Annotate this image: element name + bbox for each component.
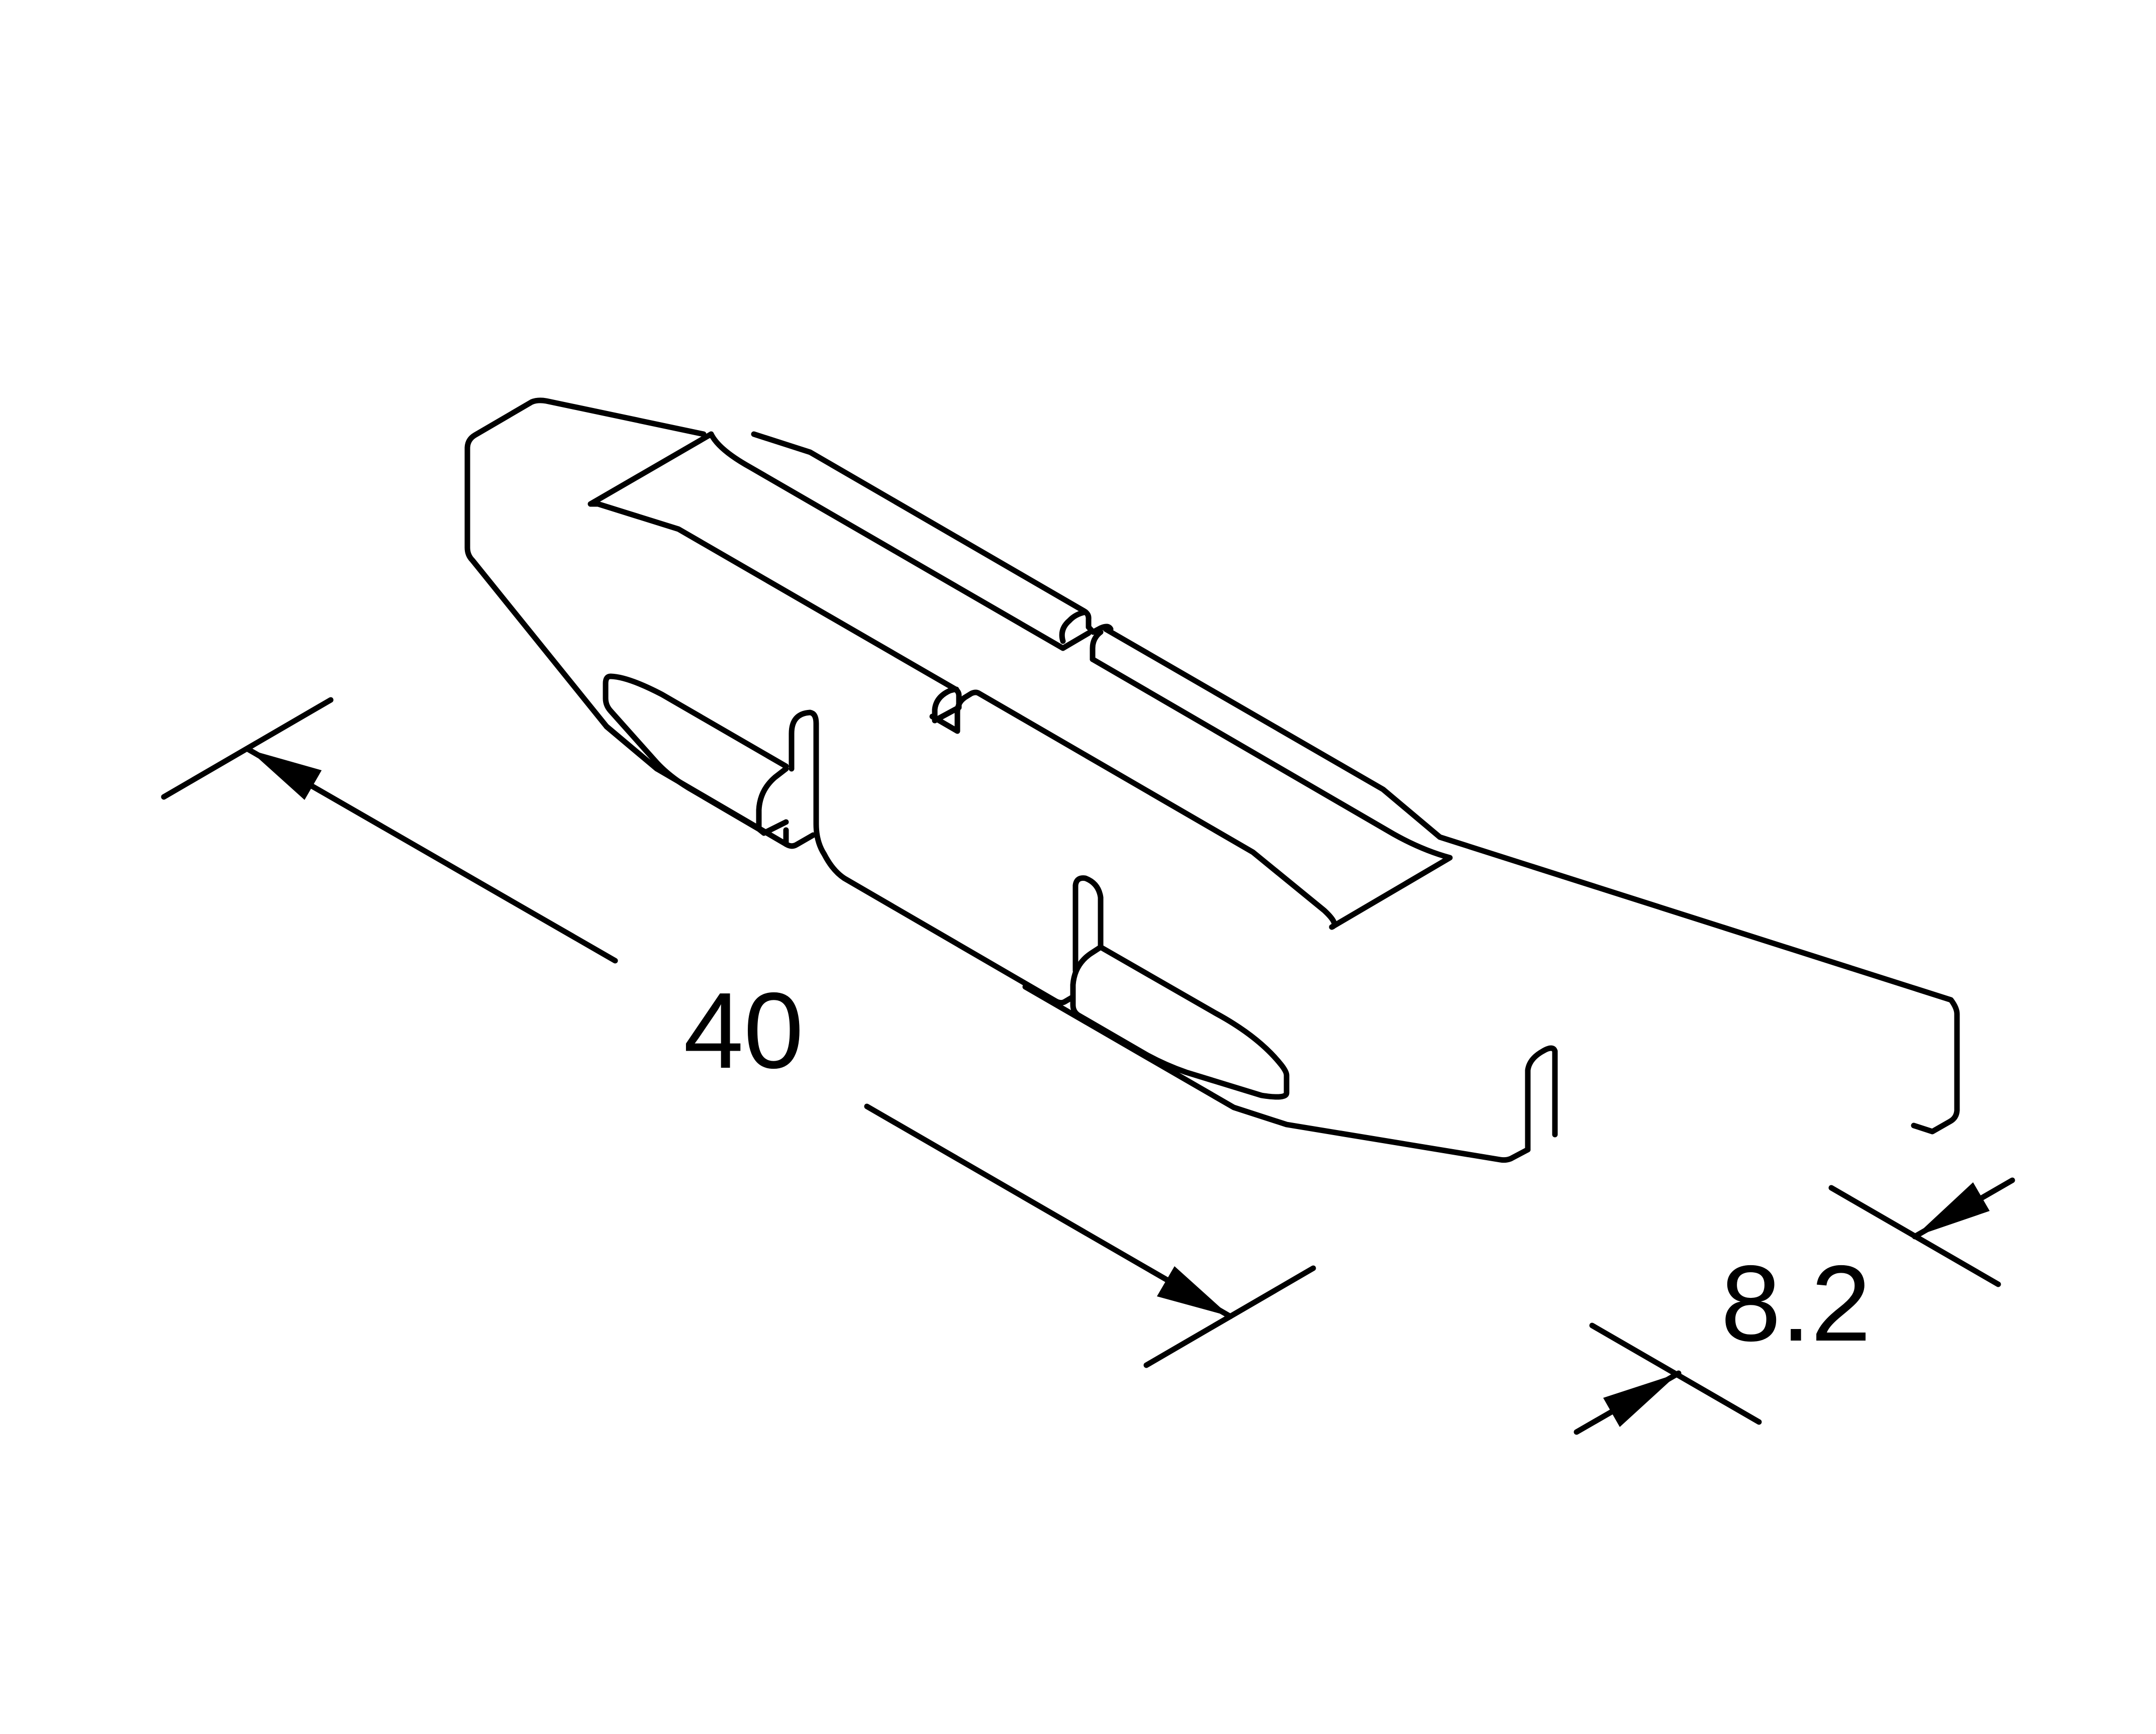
part-body bbox=[464, 397, 1960, 1163]
part-notch-rear bbox=[1059, 609, 1114, 662]
part-left-end bbox=[604, 724, 789, 847]
dimension-thickness-arrowhead-upper bbox=[1915, 1182, 1990, 1237]
dimension-thickness: 8.2 bbox=[1574, 1177, 2015, 1435]
dimension-length: 40 bbox=[161, 697, 1316, 1368]
part-right-wing bbox=[1070, 875, 1290, 1100]
dimension-length-label: 40 bbox=[683, 970, 804, 1091]
part-top-channel bbox=[587, 431, 1453, 930]
dimension-length-arrowhead-right bbox=[1157, 1266, 1230, 1316]
dimension-thickness-arrowhead-lower bbox=[1603, 1373, 1679, 1427]
dimension-thickness-label: 8.2 bbox=[1721, 1243, 1871, 1364]
dimension-length-arrowhead-left bbox=[249, 750, 322, 800]
part-right-end-tab bbox=[1525, 1045, 1558, 1153]
part-notch-middle bbox=[932, 686, 959, 724]
part-left-wing bbox=[603, 673, 1076, 1006]
